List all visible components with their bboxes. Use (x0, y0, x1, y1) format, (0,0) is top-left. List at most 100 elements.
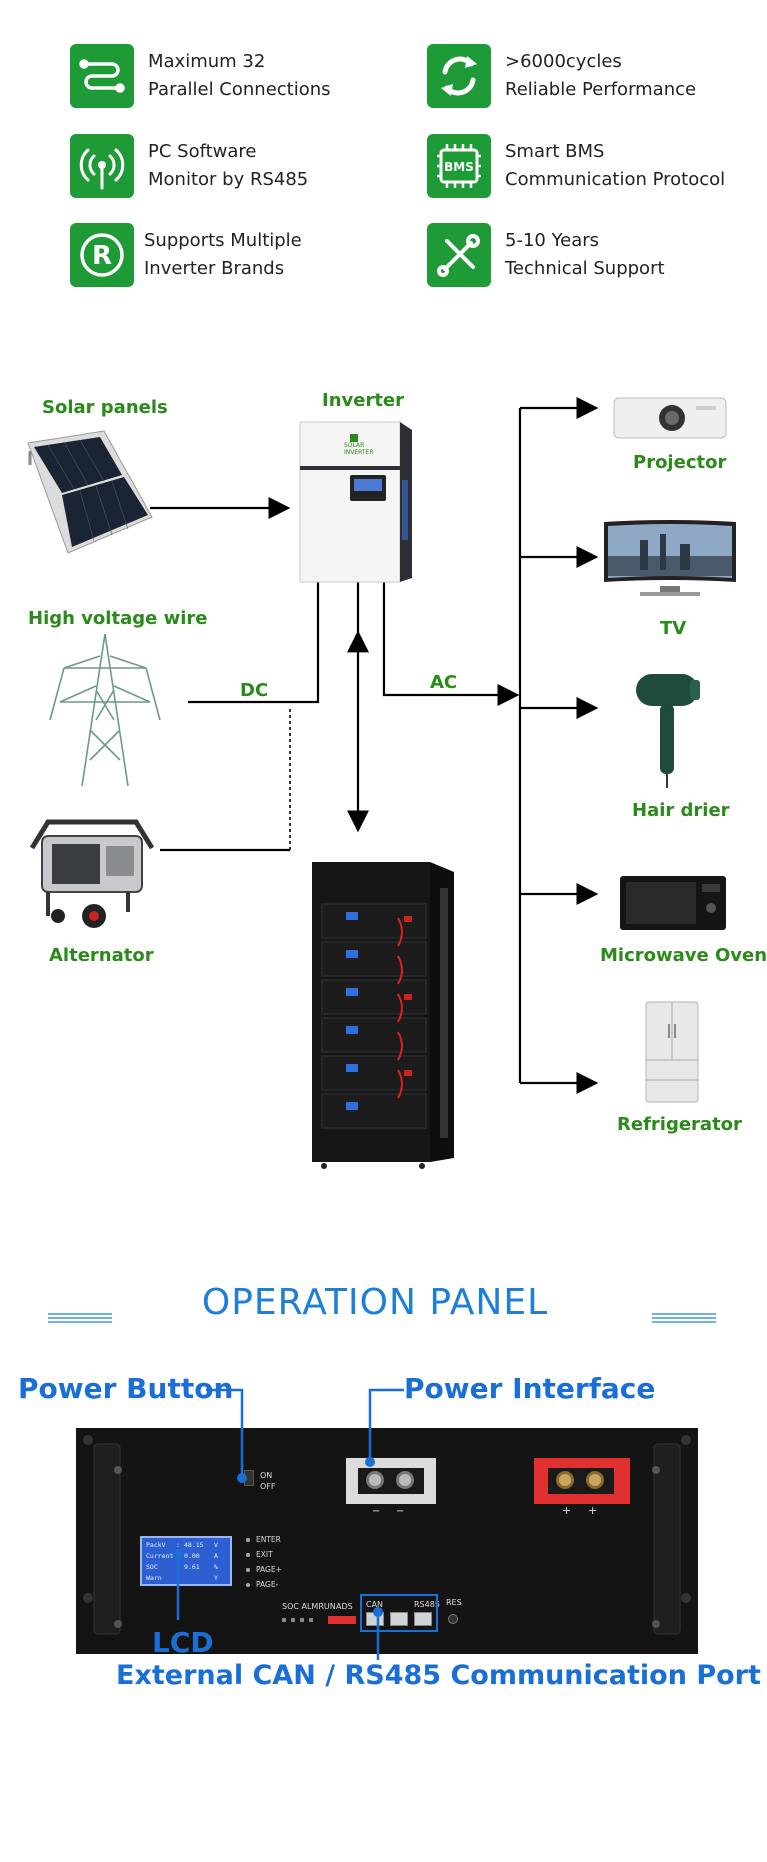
status-leds (282, 1618, 318, 1622)
enter-button[interactable]: ENTER (246, 1532, 282, 1547)
feature-subtitle: Inverter Brands (144, 258, 285, 279)
lcd-callout: LCD (152, 1626, 214, 1659)
svg-text:R: R (92, 241, 112, 271)
lcd-value: 9.61 (184, 1563, 200, 1571)
terminal-bolt (366, 1471, 384, 1489)
lcd-screen: PackV:48.15V Current:0.00A SOC:9.61% War… (140, 1536, 232, 1586)
feature-text: Smart BMS Communication Protocol (505, 138, 725, 194)
terminal-sign: − (372, 1506, 381, 1517)
feature-text: PC Software Monitor by RS485 (148, 138, 308, 194)
status-led-label: SOC ALMRUN (282, 1602, 336, 1611)
lcd-key: PackV (146, 1541, 166, 1549)
lcd-unit: V (214, 1541, 218, 1549)
terminal-bolt (556, 1471, 574, 1489)
decor-lines-right (652, 1313, 716, 1323)
hair-drier-image (636, 674, 700, 788)
parallel-connection-icon (70, 44, 134, 108)
decor-lines-left (48, 1313, 112, 1323)
comm-port-highlight (360, 1594, 438, 1632)
appliance-label: Microwave Oven (600, 945, 767, 966)
control-buttons: ENTER EXIT PAGE+ PAGE- (246, 1532, 282, 1592)
switch-on-label: ON (260, 1471, 273, 1480)
dc-label: DC (240, 680, 269, 701)
rs485-port-1[interactable] (390, 1612, 408, 1626)
feature-title: Supports Multiple (144, 230, 302, 251)
res-label: RES (446, 1598, 462, 1607)
power-button-callout: Power Button (18, 1372, 234, 1405)
appliance-label: Refrigerator (617, 1114, 742, 1135)
inverter-device: SOLAR INVERTER (299, 420, 412, 588)
feature-subtitle: Reliable Performance (505, 79, 697, 100)
lcd-unit: Y (214, 1574, 218, 1582)
tools-icon (427, 223, 491, 287)
battery-cabinet (308, 858, 456, 1174)
feature-text: Supports Multiple Inverter Brands (144, 227, 302, 283)
reset-button[interactable] (448, 1614, 458, 1624)
lcd-key: SOC (146, 1563, 158, 1571)
inverter-brand: SOLAR INVERTER (344, 442, 374, 456)
can-label: CAN (366, 1600, 384, 1609)
inverter-label: Inverter (322, 390, 405, 411)
appliance-label: TV (660, 618, 687, 639)
cycle-arrows-icon (427, 44, 491, 108)
registered-icon: R (70, 223, 134, 287)
feature-subtitle: Technical Support (505, 258, 665, 279)
refrigerator-image (645, 1001, 699, 1103)
solar-panels-label: Solar panels (42, 397, 168, 418)
feature-title: Smart BMS (505, 141, 605, 162)
terminal-sign: + (562, 1504, 572, 1517)
alternator-image (29, 819, 155, 928)
terminal-bolt (396, 1471, 414, 1489)
power-interface-callout: Power Interface (404, 1372, 656, 1405)
high-voltage-wire-label: High voltage wire (28, 608, 208, 629)
lcd-unit: % (214, 1563, 218, 1571)
operation-panel-title: OPERATION PANEL (201, 1282, 549, 1323)
lcd-value: 0.00 (184, 1552, 200, 1560)
svg-text:BMS: BMS (444, 160, 474, 174)
lcd-key: Warn (146, 1574, 162, 1582)
rs485-port-2[interactable] (414, 1612, 432, 1626)
page-down-button[interactable]: PAGE- (246, 1577, 282, 1592)
antenna-signal-icon (70, 134, 134, 198)
feature-text: Maximum 32 Parallel Connections (148, 48, 331, 104)
address-dip-switch[interactable] (328, 1616, 356, 1624)
positive-terminal[interactable] (534, 1458, 630, 1504)
feature-title: >6000cycles (505, 51, 622, 72)
transmission-tower-image (49, 633, 161, 787)
lcd-unit: A (214, 1552, 218, 1560)
button-label: PAGE- (256, 1580, 279, 1589)
solar-panel-image (27, 430, 153, 554)
projector-image (613, 397, 727, 439)
ads-label: ADS (336, 1602, 353, 1611)
tv-image (604, 520, 736, 596)
comm-port-callout: External CAN / RS485 Communication Port (116, 1660, 761, 1691)
feature-subtitle: Parallel Connections (148, 79, 331, 100)
feature-text: 5-10 Years Technical Support (505, 227, 665, 283)
switch-labels: ON OFF (260, 1470, 276, 1492)
button-label: ENTER (256, 1535, 281, 1544)
diagram-connectors (150, 397, 599, 1094)
appliance-label: Projector (633, 452, 727, 473)
feature-title: PC Software (148, 141, 257, 162)
terminal-sign: + (588, 1504, 598, 1517)
feature-title: Maximum 32 (148, 51, 266, 72)
feature-text: >6000cycles Reliable Performance (505, 48, 696, 104)
button-label: PAGE+ (256, 1565, 282, 1574)
rs485-label: RS485 (414, 1600, 440, 1609)
alternator-label: Alternator (49, 945, 154, 966)
feature-subtitle: Communication Protocol (505, 169, 726, 190)
appliance-label: Hair drier (632, 800, 730, 821)
feature-title: 5-10 Years (505, 230, 600, 251)
page-up-button[interactable]: PAGE+ (246, 1562, 282, 1577)
negative-terminal[interactable] (346, 1458, 436, 1504)
ac-label: AC (430, 672, 458, 693)
switch-off-label: OFF (260, 1482, 276, 1491)
bms-chip-icon: BMS (427, 134, 491, 198)
callout-connectors (173, 1388, 404, 1660)
button-label: EXIT (256, 1550, 273, 1559)
lcd-key: Current (146, 1552, 174, 1560)
feature-subtitle: Monitor by RS485 (148, 169, 309, 190)
terminal-sign: − (396, 1506, 405, 1517)
exit-button[interactable]: EXIT (246, 1547, 282, 1562)
